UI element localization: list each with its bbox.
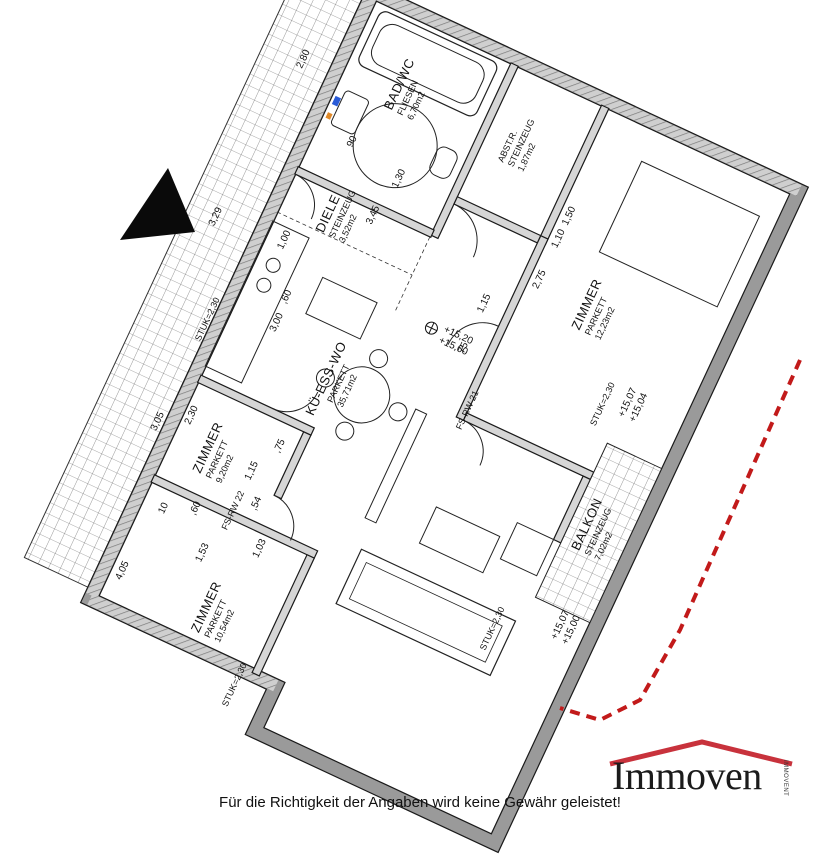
disclaimer-text: Für die Richtigkeit der Angaben wird kei…	[219, 794, 621, 811]
dim-label: ,60	[188, 499, 204, 517]
chair-icon	[315, 368, 335, 388]
sink	[330, 90, 369, 135]
dim-label: 1,03	[251, 537, 269, 560]
armchair	[499, 521, 555, 577]
dashed-lines	[276, 211, 431, 312]
orange-marker-icon	[325, 112, 333, 120]
toilet	[429, 146, 458, 179]
chair-icon	[369, 349, 389, 369]
logo-wordmark: Immoven	[612, 753, 762, 798]
chair-icon	[388, 402, 408, 422]
dim-label: ,60	[279, 288, 295, 306]
sofa-seat	[348, 561, 503, 663]
sofa	[335, 548, 517, 677]
wall-hatch-top	[370, 0, 802, 196]
dim-label: 1,53	[194, 541, 212, 564]
dim-label: 1,15	[243, 459, 261, 482]
bathtub	[358, 11, 498, 117]
bathtub-inner	[370, 23, 485, 104]
balkon-outline	[534, 442, 663, 624]
dim-label: 75	[456, 340, 471, 355]
kitchen-counter	[204, 220, 310, 384]
coffee-table	[418, 506, 501, 574]
level-marker-icon	[424, 321, 438, 335]
stuk-label: STUK=2,30	[588, 381, 617, 428]
dim-label: 90	[345, 134, 360, 149]
dim-label: ,54	[248, 495, 264, 513]
door-swings	[272, 173, 499, 541]
kitchen-island	[305, 276, 378, 340]
dim-label: 1,15	[475, 292, 493, 315]
dining-table	[333, 366, 391, 424]
stuk-label: STUK=2,30	[478, 605, 507, 652]
logo-tagline: IMMOVENT	[782, 760, 788, 797]
chair-icon	[335, 421, 355, 441]
wall-hatch-bottom	[87, 593, 279, 692]
outer-walls-inner-line	[79, 0, 810, 854]
company-logo: Immoven IMMOVENT	[606, 738, 796, 808]
dim-label: 1,00	[275, 228, 293, 251]
building: BAD/WC FLIESEN 6,70m2 ABST.R. STEINZEUG …	[23, 0, 810, 854]
red-balcony-edge	[559, 359, 802, 723]
entrance-arrow-icon	[120, 168, 195, 240]
dim-label: 3,00	[268, 311, 286, 334]
stove-icon	[256, 277, 272, 293]
blue-marker-icon	[331, 95, 342, 107]
dim-label: 4,05	[113, 559, 131, 582]
dim-label: 10	[156, 501, 171, 516]
interior-walls	[150, 62, 610, 677]
logo-roof-icon	[609, 739, 793, 767]
dim-label: ,75	[272, 437, 288, 455]
outer-walls-outer-line	[98, 0, 791, 835]
wall-hatch-left	[86, 0, 376, 599]
stove-icon	[265, 257, 281, 273]
tv-board	[364, 408, 428, 524]
bed-zimmer-1	[598, 160, 761, 308]
